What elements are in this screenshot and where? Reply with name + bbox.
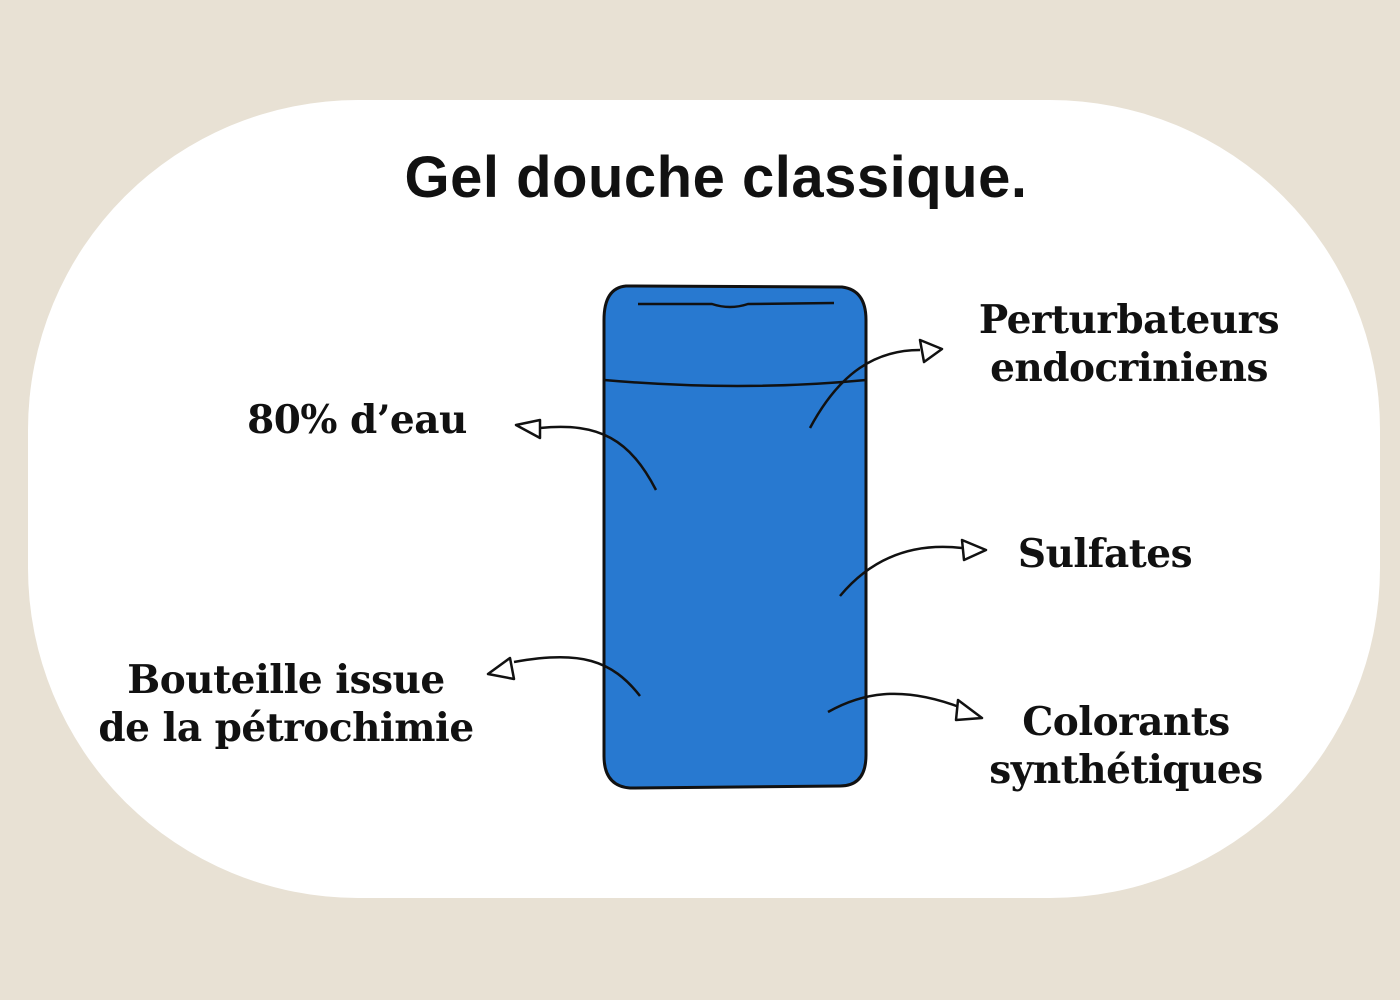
shower-gel-bottle-icon xyxy=(602,284,868,790)
label-colorants-line-1: Colorants xyxy=(1022,699,1230,745)
label-colorants-line-2: synthétiques xyxy=(989,747,1263,793)
label-bottle-line-2: de la pétrochimie xyxy=(98,705,474,751)
label-sulfates: Sulfates xyxy=(1006,530,1204,578)
diagram-title: Gel douche classique. xyxy=(404,145,1028,210)
arrow-water-icon xyxy=(514,418,658,491)
label-endocrine: Perturbateurs endocriniens xyxy=(958,296,1300,392)
arrow-endocrine-icon xyxy=(808,338,944,429)
label-endocrine-line-2: endocriniens xyxy=(990,345,1268,391)
label-endocrine-line-1: Perturbateurs xyxy=(978,297,1280,343)
label-sulfates-line-1: Sulfates xyxy=(1017,531,1193,577)
label-bottle-line-1: Bouteille issue xyxy=(127,657,445,703)
label-water-line-1: 80% d’eau xyxy=(247,397,467,443)
arrow-bottle-icon xyxy=(486,656,641,697)
label-bottle: Bouteille issue de la pétrochimie xyxy=(78,656,494,752)
arrow-colorants-icon xyxy=(827,692,984,722)
arrow-sulfates-icon xyxy=(839,538,988,597)
label-colorants: Colorants synthétiques xyxy=(968,698,1284,794)
label-water: 80% d’eau xyxy=(232,396,482,444)
